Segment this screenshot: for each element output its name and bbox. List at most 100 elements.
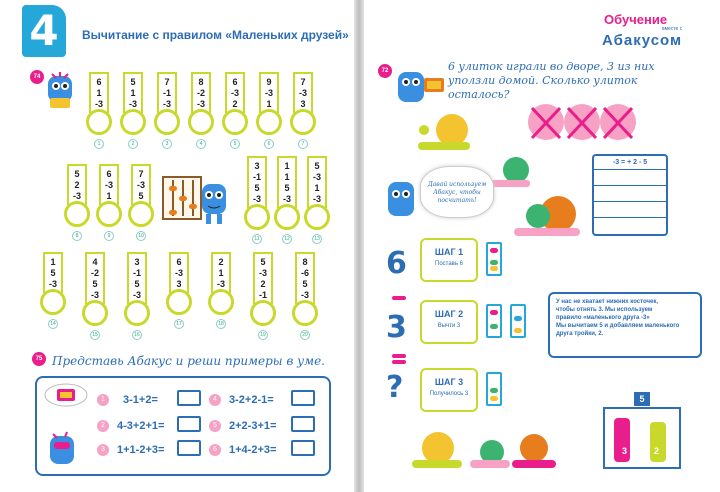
exercise-label: 15 (90, 330, 100, 340)
step-abacus-icon (486, 372, 502, 406)
step-title: ШАГ 3 (434, 377, 464, 387)
exercise-number: 6 (96, 77, 102, 87)
exercise-number: 1 (284, 172, 290, 182)
answer-circle[interactable] (96, 201, 122, 227)
answer-box[interactable] (291, 440, 315, 456)
exercise-number: -3 (48, 279, 57, 289)
speech-cloud: Давай используем Абакус, чтобы посчитать… (420, 166, 494, 218)
answer-circle[interactable] (188, 109, 214, 135)
snail-illustration (514, 196, 580, 236)
step-subtitle: Поставь 6 (435, 261, 463, 267)
equation: 2+2-3+1= (229, 420, 277, 432)
answer-circle[interactable] (292, 300, 318, 326)
exercise-label: 16 (132, 330, 142, 340)
answer-box[interactable] (177, 390, 201, 406)
exercise-number: -2 (90, 268, 99, 278)
equation-header: -3 = + 2 - 5 (594, 156, 666, 170)
exercise-column: 8-2-3 (191, 72, 211, 113)
note-line: Мы вычитаем 5 и добавляем маленького (556, 323, 680, 329)
answer-circle[interactable] (82, 300, 108, 326)
exercise-number: 1 (218, 268, 224, 278)
answer-circle[interactable] (250, 300, 276, 326)
exercise-number: 5 (134, 279, 140, 289)
lesson-title: Вычитание с правилом «Маленьких друзей» (82, 28, 349, 42)
answer-circle[interactable] (128, 201, 154, 227)
exercise-number: 6 (106, 169, 112, 179)
exercise-label: 3 (162, 139, 172, 149)
step-title: ШАГ 2 (434, 309, 464, 319)
exercise-number: 1 (96, 88, 102, 98)
answer-circle[interactable] (40, 289, 66, 315)
table-row[interactable] (594, 218, 666, 234)
book-spine (354, 0, 364, 492)
story-problem: 6 улиток играли во дворе, 3 из них уполз… (448, 60, 655, 101)
step-abacus-icon (486, 304, 502, 338)
exercise-number: 3 (176, 279, 182, 289)
table-row[interactable] (594, 170, 666, 186)
answer-box[interactable] (177, 440, 201, 456)
answer-circle[interactable] (64, 201, 90, 227)
exercise-number: -3 (282, 194, 291, 204)
answer-circle[interactable] (86, 109, 112, 135)
note-line: У нас не хватает нижних косточек, (556, 299, 659, 305)
exercise-number: 6 (232, 77, 238, 87)
answer-box[interactable] (177, 416, 201, 432)
exercise-number: -3 (298, 88, 307, 98)
exercise-number: -1 (252, 172, 261, 182)
equation: 1+4-2+3= (229, 444, 277, 456)
exercise-number: 8 (302, 257, 308, 267)
answer-circle[interactable] (154, 109, 180, 135)
answer-box[interactable] (291, 416, 315, 432)
answer-circle[interactable] (222, 109, 248, 135)
exercise-number: 5 (284, 183, 290, 193)
exercise-number: -6 (300, 268, 309, 278)
table-row[interactable] (594, 186, 666, 202)
exercise-label: 1 (94, 139, 104, 149)
snail-illustration (490, 157, 530, 187)
exercise-label: 2 (128, 139, 138, 149)
answer-circle[interactable] (124, 300, 150, 326)
exercise-number: 3 (134, 257, 140, 267)
exercise-label: 17 (174, 319, 184, 329)
answer-box[interactable] (291, 390, 315, 406)
exercise-number: 2 (74, 180, 80, 190)
answer-circle[interactable] (304, 204, 330, 230)
blue-creature-illustration (202, 184, 226, 224)
answer-circle[interactable] (274, 204, 300, 230)
answer-circle[interactable] (208, 289, 234, 315)
answer-circle[interactable] (244, 204, 270, 230)
step-1: ШАГ 1 Поставь 6 (420, 238, 478, 282)
equals-sign (392, 360, 406, 364)
exercise-label: 5 (230, 139, 240, 149)
task-number: 72 (378, 64, 392, 78)
exercise-label: 9 (104, 231, 114, 241)
lesson-number: 4 (22, 5, 66, 57)
exercise-number: -1 (258, 290, 267, 300)
answer-circle[interactable] (256, 109, 282, 135)
table-row[interactable] (594, 202, 666, 218)
exercise-label: 19 (258, 330, 268, 340)
exercise-label: 8 (72, 231, 82, 241)
equation: 3-2+2-1= (229, 394, 274, 406)
exercise-number: 7 (138, 169, 144, 179)
exercise-number: -3 (128, 99, 137, 109)
exercise-number: 3 (254, 161, 260, 171)
answer-circle[interactable] (166, 289, 192, 315)
exercise-number: 1 (106, 191, 112, 201)
exercise-number: -3 (136, 180, 145, 190)
brand-top: Обучение (604, 12, 668, 27)
exercise-number: 2 (232, 99, 238, 109)
blue-creature-illustration (388, 182, 414, 216)
corner-number-left: 3 (622, 446, 628, 456)
equation: 4-3+2+1= (117, 420, 165, 432)
equation-number: 2 (97, 420, 109, 432)
thought-cloud-icon (44, 383, 88, 407)
snails-row-illustration (412, 432, 556, 468)
exercise-number: 1 (314, 183, 320, 193)
note-line: правило «маленького друга -3» (556, 315, 650, 321)
answer-circle[interactable] (120, 109, 146, 135)
answer-circle[interactable] (290, 109, 316, 135)
